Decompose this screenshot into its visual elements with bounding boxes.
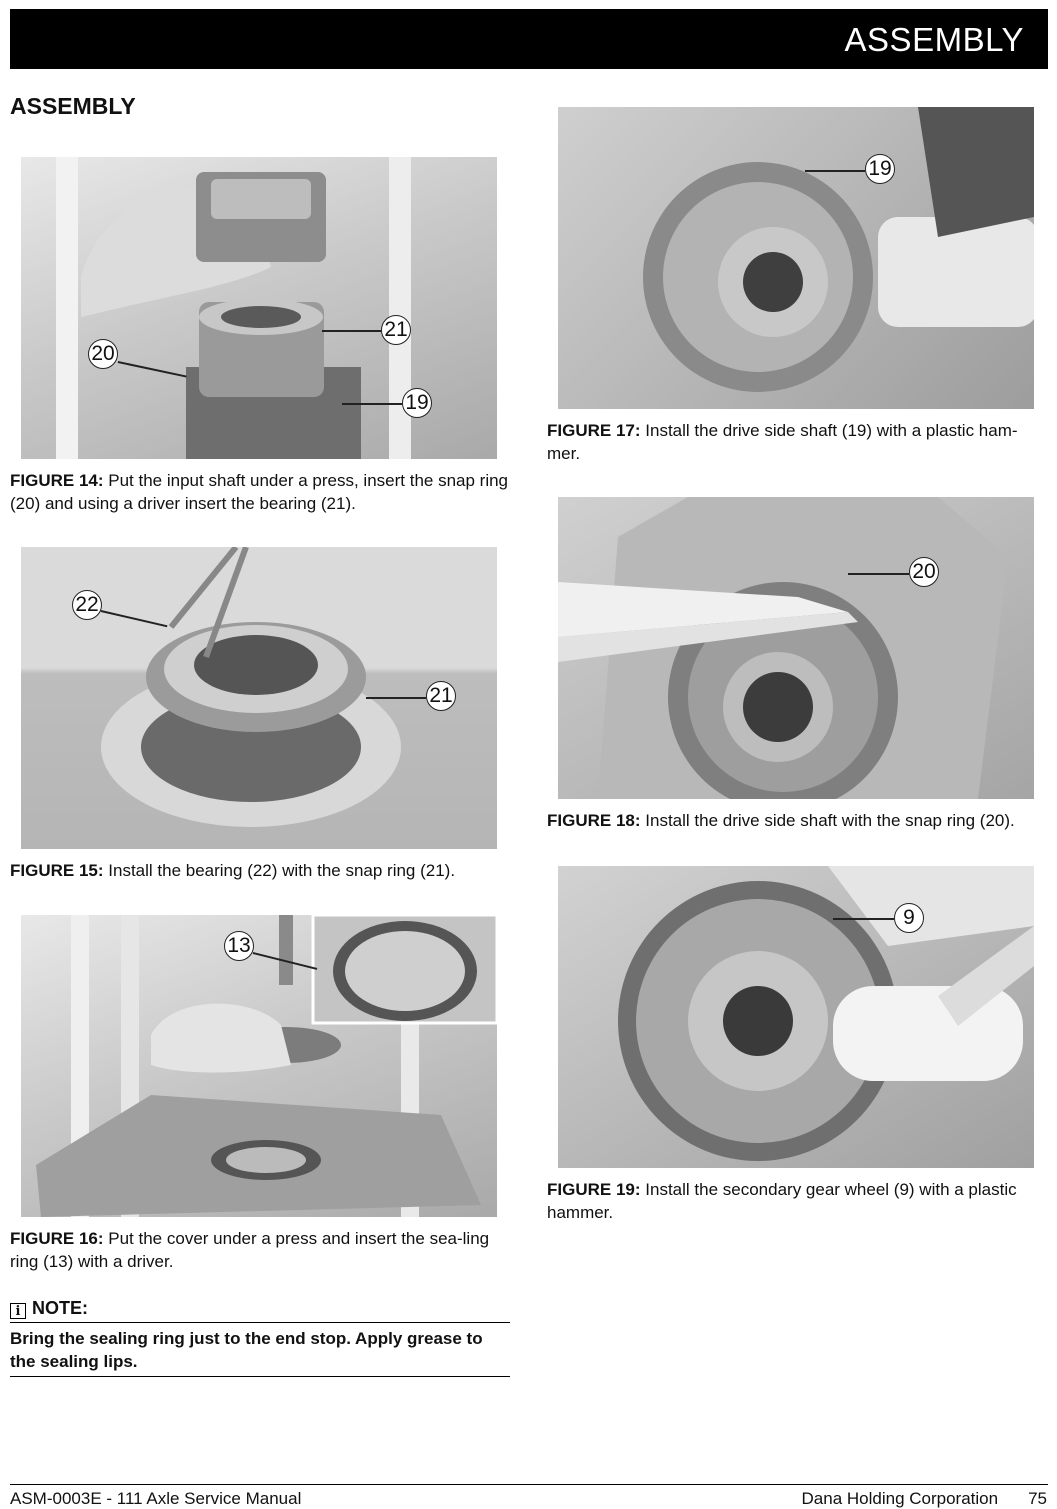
leader-9: [833, 918, 894, 920]
figure-18-illustration: [558, 497, 1008, 799]
figure-15-text: Install the bearing (22) with the snap r…: [108, 861, 456, 880]
figure-18-label: FIGURE 18:: [547, 811, 641, 830]
callout-21-b: 21: [426, 681, 456, 711]
page-header: ASSEMBLY: [10, 9, 1048, 69]
info-icon: i: [10, 1303, 26, 1319]
callout-20-b: 20: [909, 557, 939, 587]
figure-16-photo: [21, 915, 497, 1217]
callout-19-b: 19: [865, 154, 895, 184]
note-title: i NOTE:: [10, 1298, 510, 1323]
note-label: NOTE:: [32, 1298, 88, 1318]
leader-21: [322, 330, 381, 332]
figure-19-photo: [558, 866, 1034, 1168]
footer-manual-title: ASM-0003E - 111 Axle Service Manual: [10, 1489, 302, 1508]
figure-15-caption: FIGURE 15: Install the bearing (22) with…: [10, 859, 510, 882]
callout-20: 20: [88, 339, 118, 369]
callout-22: 22: [72, 590, 102, 620]
figure-15-label: FIGURE 15:: [10, 861, 104, 880]
footer-divider: [10, 1484, 1048, 1485]
leader-20-b: [848, 573, 909, 575]
figure-16-label: FIGURE 16:: [10, 1229, 104, 1248]
leader-21-b: [366, 697, 426, 699]
figure-17-caption: FIGURE 17: Install the drive side shaft …: [547, 419, 1047, 465]
section-title: ASSEMBLY: [10, 93, 136, 119]
callout-13: 13: [224, 931, 254, 961]
figure-19-caption: FIGURE 19: Install the secondary gear wh…: [547, 1178, 1047, 1224]
figure-14-caption: FIGURE 14: Put the input shaft under a p…: [10, 469, 510, 515]
header-title: ASSEMBLY: [844, 21, 1024, 58]
figure-19-text: Install the secondary gear wheel (9) wit…: [547, 1180, 1017, 1222]
leader-19-b: [805, 170, 865, 172]
figure-18-text: Install the drive side shaft with the sn…: [645, 811, 1015, 830]
figure-18-caption: FIGURE 18: Install the drive side shaft …: [547, 809, 1047, 832]
figure-17-text: Install the drive side shaft (19) with a…: [547, 421, 1018, 463]
callout-19: 19: [402, 388, 432, 418]
figure-17-label: FIGURE 17:: [547, 421, 641, 440]
leader-19: [342, 403, 402, 405]
note-body: Bring the sealing ring just to the end s…: [10, 1327, 510, 1377]
footer-right: Dana Holding Corporation 75: [802, 1489, 1047, 1509]
page-number: 75: [1028, 1489, 1047, 1508]
figure-19-illustration: [618, 866, 1034, 1161]
figure-14-label: FIGURE 14:: [10, 471, 104, 490]
callout-21: 21: [381, 315, 411, 345]
footer-company: Dana Holding Corporation: [801, 1489, 999, 1508]
figure-19-label: FIGURE 19:: [547, 1180, 641, 1199]
figure-16-text: Put the cover under a press and insert t…: [10, 1229, 490, 1271]
figure-18-photo: [558, 497, 1034, 799]
figure-16-illustration: [36, 915, 497, 1217]
figure-17-photo: [558, 107, 1034, 409]
figure-16-caption: FIGURE 16: Put the cover under a press a…: [10, 1227, 510, 1273]
figure-14-photo: [21, 157, 497, 459]
figure-14-text: Put the input shaft under a press, inser…: [10, 471, 509, 513]
callout-9: 9: [894, 903, 924, 933]
figure-14-illustration: [56, 157, 411, 459]
figure-15-illustration: [101, 547, 401, 827]
figure-17-illustration: [643, 107, 1034, 392]
